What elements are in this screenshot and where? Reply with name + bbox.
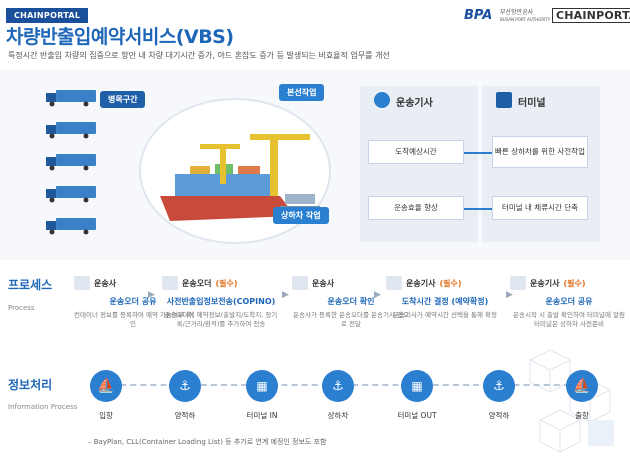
node-arrival: ⛵: [90, 370, 122, 402]
crane-icon: ⚓: [332, 378, 344, 394]
step-desc: 운송시작 시 출발 확인하여 터미널에 알림 터미널은 상하차 사전준비: [513, 311, 625, 328]
crane-icon: ⚓: [493, 378, 505, 394]
node-label-departure: 출항: [575, 411, 589, 420]
chevron-right-icon: ▶: [282, 290, 289, 300]
step-actor: 운송오더: [182, 278, 212, 288]
node-terminal-in: ▦: [246, 370, 278, 402]
bottleneck-label: 병목구간: [100, 91, 146, 108]
efficiency-box: 운송효율 향상: [368, 196, 464, 220]
node-unload-2: ⚓: [483, 370, 515, 402]
eta-arrow: [464, 152, 492, 154]
footnote: – BayPlan, CLL(Container Loading List) 등…: [88, 438, 327, 446]
step-desc: 운송사가 등록한 운송오더를 운송기사 앱으로 전달: [293, 311, 409, 328]
truck-icon: [74, 276, 90, 290]
node-label-unload: 양적하: [174, 411, 196, 420]
truck-icon: [46, 90, 96, 235]
node-label-terminal-out: 터미널 OUT: [397, 411, 437, 420]
driver-icon: [510, 276, 526, 290]
port-illustration: [139, 98, 331, 244]
step-name: 사전반출입정보전송(COPINO): [166, 297, 276, 306]
node-label-arrival: 입항: [99, 411, 113, 420]
node-departure: ⛵: [566, 370, 598, 402]
process-step-5: 운송기사(필수) 운송오더 공유 운송시작 시 출발 확인하여 터미널에 알림 …: [510, 276, 628, 329]
step-actor: 운송기사: [406, 278, 436, 288]
bpa-logo-english: BUSAN PORT AUTHORITY: [500, 17, 551, 22]
node-loading: ⚓: [322, 370, 354, 402]
info-subtitle: Information Process: [8, 403, 78, 411]
chevron-right-icon: ▶: [506, 290, 513, 300]
dwell-arrow: [464, 208, 492, 210]
brand-tag: CHAINPORTAL: [6, 8, 89, 23]
loading-work-label: 상하차 작업: [273, 207, 329, 224]
crane-icon: ⚓: [179, 378, 191, 394]
process-step-1: 운송사 운송오더 공유 컨테이너 정보를 등록하여 예약 가능여부 확인: [74, 276, 192, 329]
node-label-terminal-in: 터미널 IN: [246, 411, 278, 420]
step-actor-note: (필수): [215, 278, 238, 288]
step-actor: 운송기사: [530, 278, 560, 288]
step-desc: 운송기사가 예약시간 선택을 통해 확정: [393, 311, 497, 319]
node-label-unload-2: 양적하: [488, 411, 510, 420]
process-subtitle: Process: [8, 304, 35, 312]
node-unload: ⚓: [169, 370, 201, 402]
node-label-loading: 상하차: [327, 411, 349, 420]
process-step-4: 운송기사(필수) 도착시간 결정 (예약확정) 운송기사가 예약시간 선택을 통…: [386, 276, 504, 320]
step-name: 운송오더 확인: [327, 297, 375, 306]
dwell-box: 터미널 내 체류시간 단축: [492, 196, 588, 220]
step-actor-note: (필수): [439, 278, 462, 288]
step-actor-note: (필수): [563, 278, 586, 288]
page-subtitle: 특정시간 반출입 차량의 집중으로 항만 내 차량 대기시간 증가, 야드 혼잡…: [8, 51, 390, 60]
truck-icon: ▦: [256, 379, 268, 393]
terminal-title: 터미널: [518, 98, 546, 109]
step-desc: 컨테이너 정보를 등록하여 예약 가능여부 확인: [74, 311, 192, 328]
driver-icon: [374, 92, 390, 108]
truck-icon: [162, 276, 178, 290]
truck-icon: [292, 276, 308, 290]
process-step-3: 운송사 운송오더 확인 운송사가 등록한 운송오더를 운송기사 앱으로 전달: [292, 276, 410, 329]
process-step-2: 운송오더(필수) 사전반출입정보전송(COPINO) 운송오더에 예약정보(출발…: [162, 276, 280, 329]
info-title: 정보처리: [8, 378, 53, 392]
fast-prep-box: 빠른 상하차를 위한 사전작업: [492, 136, 588, 168]
bpa-logo-korean: 부산항만공사: [500, 9, 534, 16]
page-title: 차량반출입예약서비스(VBS): [6, 26, 234, 48]
step-desc: 운송오더에 예약정보(출발지/도착지, 장기록/근거리/환적)를 추가하여 전송: [164, 311, 278, 328]
bpa-logo: BPA: [464, 8, 493, 23]
step-actor: 운송사: [312, 278, 335, 288]
truck-queue-illustration: [46, 90, 96, 235]
bpa-logo-subtext: 부산항만공사 BUSAN PORT AUTHORITY: [500, 9, 550, 23]
driver-icon: [386, 276, 402, 290]
chevron-right-icon: ▶: [374, 290, 381, 300]
process-title: 프로세스: [8, 278, 53, 292]
eta-box: 도착예상시간: [368, 140, 464, 164]
chainportal-logo: CHAINPORTAL: [552, 8, 630, 23]
decorative-cubes: [528, 349, 614, 453]
driver-terminal-panel: 운송기사 터미널 도착예상시간 빠른 상하차를 위한 사전작업 운송효율 향상 …: [360, 86, 600, 242]
step-name: 운송오더 공유: [545, 297, 593, 306]
node-terminal-out: ▦: [401, 370, 433, 402]
chevron-right-icon: ▶: [148, 290, 155, 300]
truck-icon: ▦: [411, 379, 423, 393]
ship-icon: ⛵: [573, 378, 591, 394]
crane-icon: [496, 92, 512, 108]
driver-title: 운송기사: [396, 98, 433, 109]
step-actor: 운송사: [94, 278, 117, 288]
step-name: 운송오더 공유: [109, 297, 157, 306]
main-work-label: 본선작업: [279, 84, 325, 101]
step-name: 도착시간 결정 (예약확정): [401, 297, 489, 306]
ship-icon: ⛵: [97, 378, 115, 394]
